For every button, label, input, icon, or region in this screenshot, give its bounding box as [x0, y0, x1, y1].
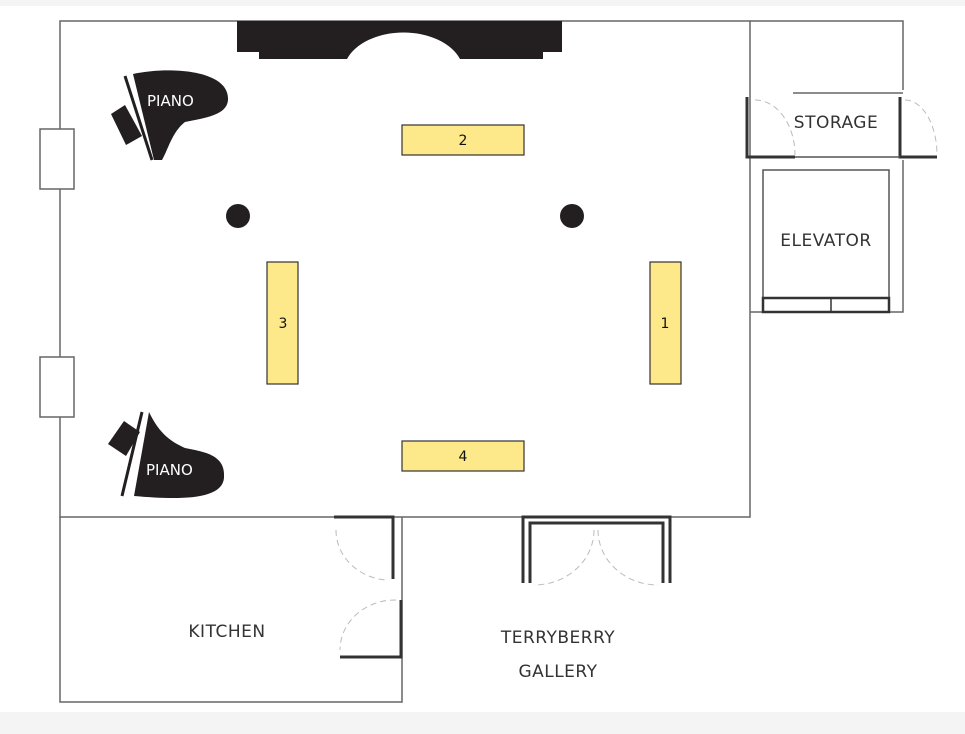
piano-top: PIANO: [111, 70, 229, 161]
elevator-door[interactable]: [761, 296, 891, 314]
window: [39, 128, 75, 190]
piano-bottom: PIANO: [108, 411, 225, 499]
gallery-label-line2: GALLERY: [518, 662, 597, 682]
table-2[interactable]: [401, 124, 525, 156]
table-4-label: 4: [459, 449, 468, 465]
column: [560, 204, 584, 228]
gallery-double-door[interactable]: [521, 515, 672, 583]
elevator-label: ELEVATOR: [780, 231, 871, 251]
kitchen-door-lower[interactable]: [340, 600, 403, 659]
storage-upper-wall: [750, 20, 904, 90]
kitchen-label: KITCHEN: [188, 622, 265, 642]
table-1[interactable]: [649, 261, 682, 385]
gallery-label-line1: TERRYBERRY: [500, 628, 615, 648]
piano-label: PIANO: [146, 461, 193, 479]
table-3-label: 3: [279, 316, 288, 332]
table-3[interactable]: [266, 261, 299, 385]
storage-door-left[interactable]: [745, 97, 795, 159]
column: [226, 204, 250, 228]
fireplace: [237, 21, 562, 59]
window: [39, 356, 75, 418]
table-4[interactable]: [401, 440, 525, 472]
floor-plan: PIANO PIANO 1 2 3 4: [0, 6, 965, 712]
storage-label: STORAGE: [794, 113, 878, 133]
kitchen-door-upper[interactable]: [334, 515, 395, 579]
piano-label: PIANO: [147, 92, 194, 110]
table-2-label: 2: [459, 133, 468, 149]
table-1-label: 1: [661, 316, 670, 332]
